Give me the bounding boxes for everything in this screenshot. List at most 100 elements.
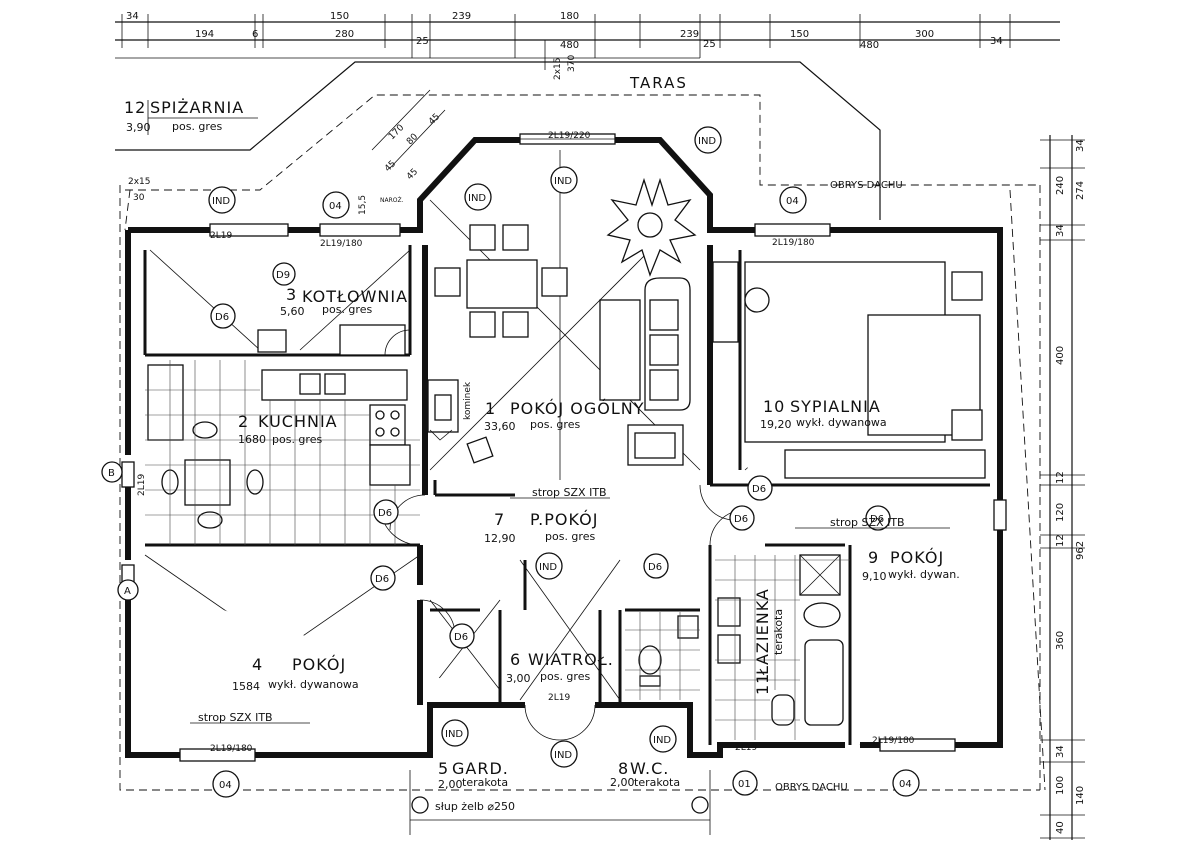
svg-text:D9: D9	[276, 270, 290, 281]
lintel-9: 2L19	[735, 743, 757, 753]
svg-text:IND: IND	[445, 729, 463, 740]
svg-text:04: 04	[329, 201, 342, 212]
axis-b: B	[108, 468, 115, 479]
svg-text:SYPIALNIA: SYPIALNIA	[790, 397, 881, 416]
svg-text:pos. gres: pos. gres	[530, 418, 580, 431]
top-dim-12: 300	[915, 29, 934, 40]
axis-a: A	[124, 586, 131, 597]
tag-04-1: 04	[322, 191, 350, 219]
svg-text:11: 11	[753, 673, 772, 695]
room-label-5: 5 GARD. 2,00 terakota	[438, 759, 508, 791]
right-dim-outer-2: 962	[1075, 541, 1086, 560]
svg-text:pos. gres: pos. gres	[540, 670, 590, 683]
tag-ind-7: IND	[550, 740, 578, 768]
bay-dim-2: 45	[427, 112, 442, 127]
right-dim-inner-1: 34	[1055, 224, 1066, 237]
tag-04-3: 04	[212, 770, 240, 798]
top-dim-5: 239	[452, 11, 471, 22]
top-dim-small-0: 2x15	[553, 57, 563, 80]
room-label-8: 8 W.C. 2,00 terakota	[610, 759, 680, 789]
room-label-2: 2 KUCHNIA 1680 pos. gres	[238, 412, 338, 446]
svg-text:12: 12	[124, 98, 146, 117]
lintel-2: 2L19	[210, 231, 232, 241]
tag-d6-5: D6	[643, 553, 669, 579]
top-dim-3: 150	[330, 11, 349, 22]
dining-set	[434, 224, 568, 338]
right-dim-inner-8: 100	[1055, 776, 1066, 795]
column-note: słup żelb ⌀250	[435, 800, 515, 813]
top-dim-2: 6	[252, 29, 258, 40]
wc-floor-tiles	[625, 612, 700, 700]
svg-text:D6: D6	[648, 562, 662, 573]
svg-text:terakota: terakota	[634, 776, 680, 789]
lintel-4: 2L19	[548, 693, 570, 703]
lintel-1: 2L19/220	[548, 131, 591, 141]
svg-text:5,60: 5,60	[280, 305, 305, 318]
top-dim-9: 239	[680, 29, 699, 40]
room-label-4: 4 POKÓJ 1584 wykł. dywanowa	[232, 655, 359, 693]
svg-text:POKÓJ OGÓLNY: POKÓJ OGÓLNY	[510, 399, 645, 418]
columns	[409, 770, 711, 835]
top-dim-0: 34	[126, 11, 139, 22]
svg-text:04: 04	[219, 780, 232, 791]
svg-text:wykł. dywanowa: wykł. dywanowa	[796, 416, 887, 429]
tag-d6-8: D6	[865, 505, 891, 531]
svg-text:IND: IND	[698, 136, 716, 147]
room-label-1: 1 POKÓJ OGÓLNY 33,60 pos. gres	[484, 399, 645, 433]
door-swings	[379, 329, 746, 741]
svg-text:WIATROŁ.: WIATROŁ.	[528, 650, 614, 669]
svg-text:7: 7	[494, 510, 505, 529]
svg-text:W.C.: W.C.	[630, 759, 669, 778]
top-dim-6: 25	[416, 36, 429, 47]
svg-text:2: 2	[238, 412, 249, 431]
ceiling-note-2: strop SZX ITB	[198, 711, 273, 724]
tag-d6-7: D6	[729, 505, 755, 531]
naroz-label: NAROŻ.	[380, 197, 404, 204]
svg-text:5: 5	[438, 759, 449, 778]
right-dim-inner-4: 120	[1055, 503, 1066, 522]
tag-d6-1: D6	[210, 303, 236, 329]
kitchen-units	[147, 324, 411, 529]
lintel-6: 2L19/180	[210, 744, 253, 754]
svg-text:1: 1	[485, 399, 496, 418]
svg-text:3,90: 3,90	[126, 121, 151, 134]
sofa-set	[466, 277, 691, 466]
tag-04-4: 04	[892, 769, 920, 797]
tag-04-2: 04	[779, 186, 807, 214]
room-label-11: 11 ŁAZIENKA terakota	[753, 588, 785, 695]
svg-text:2,00: 2,00	[438, 778, 463, 791]
tag-ind-5: IND	[535, 552, 563, 580]
svg-text:wykł. dywan.: wykł. dywan.	[888, 568, 960, 581]
right-dim-inner-3: 12	[1055, 471, 1066, 484]
svg-text:9: 9	[868, 548, 879, 567]
svg-text:D6: D6	[870, 514, 884, 525]
svg-text:terakota: terakota	[772, 609, 785, 655]
svg-text:wykł. dywanowa: wykł. dywanowa	[268, 678, 359, 691]
svg-text:KUCHNIA: KUCHNIA	[258, 412, 338, 431]
right-dim-inner-5: 12	[1055, 534, 1066, 547]
top-dimension-lines: 34 194 6 150 280 239 25 180 480 239 25 1…	[115, 11, 1060, 80]
top-dim-small-1: 370	[567, 55, 577, 72]
bay-dim-1: 80	[405, 132, 420, 147]
svg-text:SPIŻARNIA: SPIŻARNIA	[150, 98, 244, 117]
right-dim-inner-6: 360	[1055, 631, 1066, 650]
svg-text:4: 4	[252, 655, 263, 674]
svg-text:8: 8	[618, 759, 629, 778]
svg-text:IND: IND	[468, 193, 486, 204]
lintel-0: 2L19/180	[320, 239, 363, 249]
room-label-12: 12 SPIŻARNIA 3,90 pos. gres	[124, 98, 258, 135]
tag-d9: D9	[272, 262, 296, 286]
svg-text:D6: D6	[752, 484, 766, 495]
bathroom-floor-tiles	[715, 555, 850, 740]
bay-dim-6: 2x15	[128, 177, 151, 187]
room-label-10: 10 SYPIALNIA 19,20 wykł. dywanowa	[760, 397, 887, 431]
tag-d6-6: D6	[747, 475, 773, 501]
svg-text:D6: D6	[375, 574, 389, 585]
room-label-7: 7 P.POKÓJ 12,90 pos. gres	[484, 510, 597, 545]
top-dim-11: 150	[790, 29, 809, 40]
svg-text:IND: IND	[554, 176, 572, 187]
tag-ind-2: IND	[464, 183, 492, 211]
bay-dim-5: 15,5	[358, 195, 368, 215]
tag-d6-2: D6	[373, 499, 399, 525]
